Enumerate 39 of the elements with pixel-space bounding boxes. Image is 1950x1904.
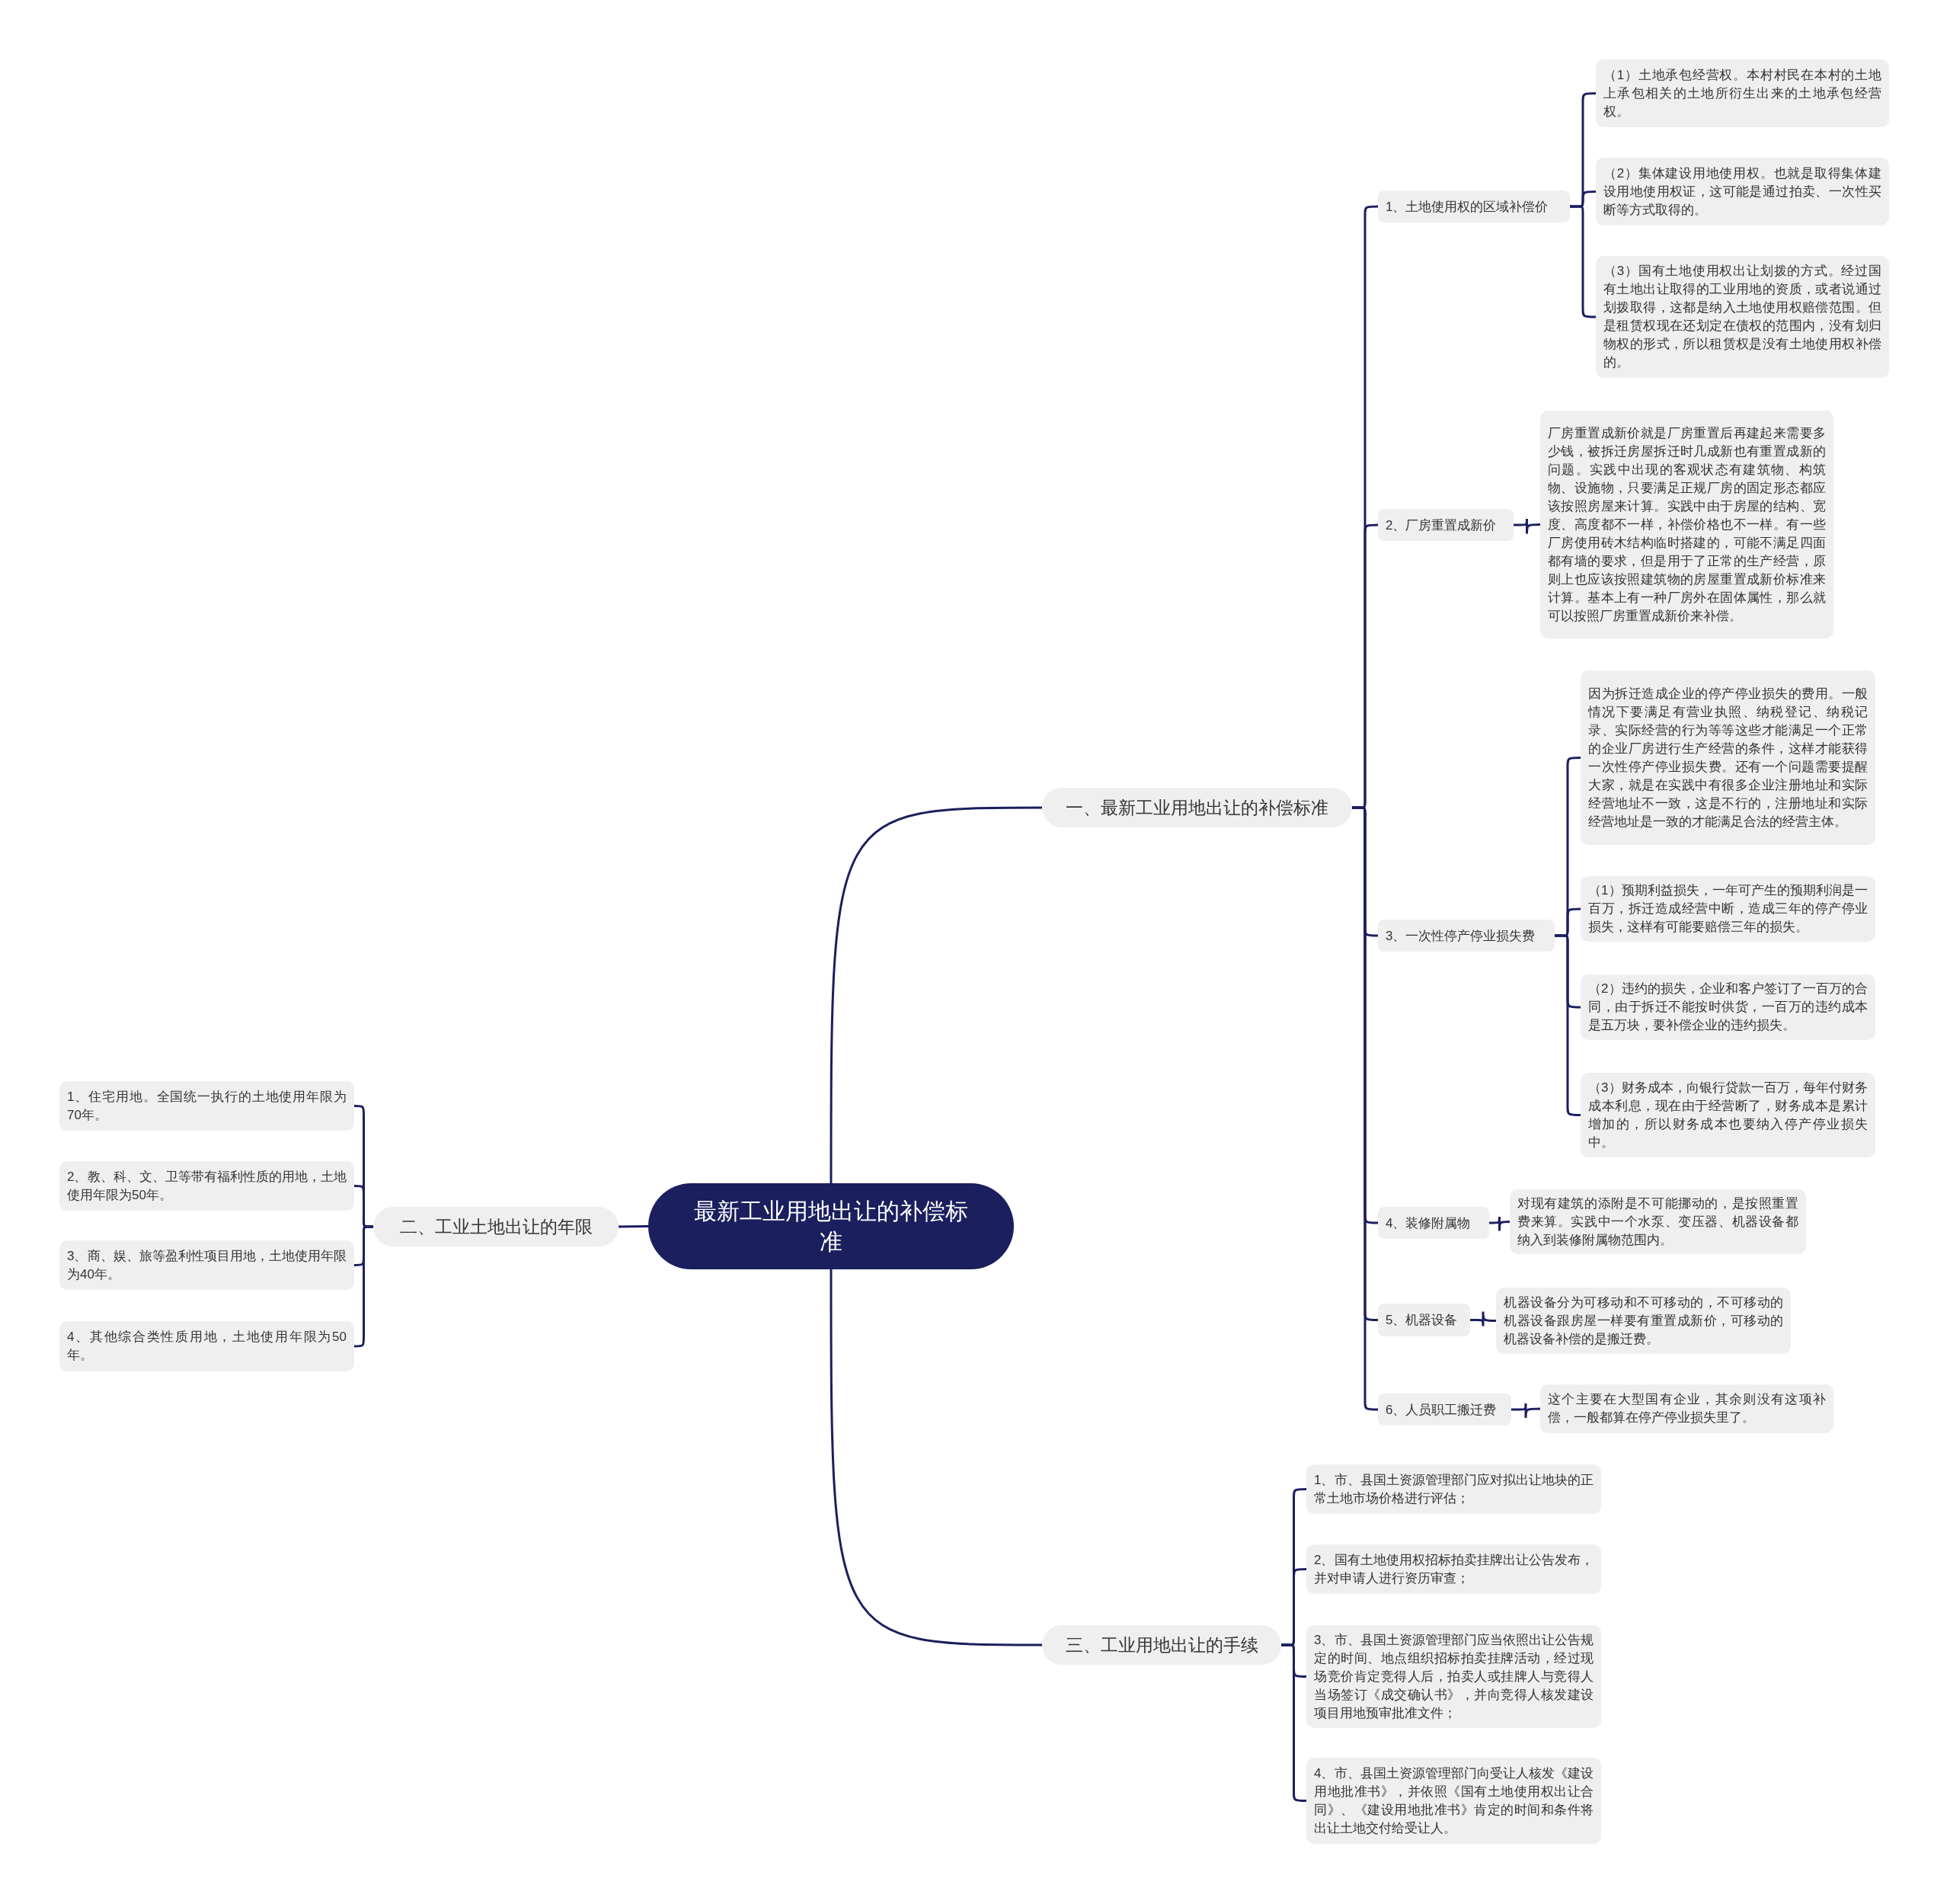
connector-line xyxy=(1570,205,1596,318)
topic-box: 二、工业土地出让的年限 xyxy=(373,1207,619,1246)
text-box: 因为拆迁造成企业的停产停业损失的费用。一般情况下要满足有营业执照、纳税登记、纳税记录、实际经营的行为等等这些才能满足一个正常的企业厂房进行生产经营的条件，这样才能获得一次性停产停业损失费。还有一个问题需要提醒大家，就是在实践中有很多企业注册地址和实际经营地址不一致，这是不行的，注册地址和实际经营地址是一致的才能满足合法的经营主体。 xyxy=(1581,670,1875,845)
subtopic-box: 6、人员职工搬迁费 xyxy=(1378,1394,1511,1426)
text-box: （3）国有土地使用权出让划拨的方式。经过国有土地出让取得的工业用地的资质，或者说通过划拨取得，这都是纳入土地使用权赔偿范围。但是租赁权现在还划定在债权的范围内，没有划归物权的形式，所以租赁权是没有土地使用权补偿的。 xyxy=(1596,256,1889,378)
central-topic: 最新工业用地出让的补偿标准 xyxy=(648,1183,1014,1269)
text-box: 机器设备分为可移动和不可移动的，不可移动的机器设备跟房屋一样要有重置成新价，可移动的机器设备补偿的是搬迁费。 xyxy=(1496,1288,1791,1354)
text-box: （3）财务成本，向银行贷款一百万，每年付财务成本利息，现在由于经营断了，财务成本是累计增加的，所以财务成本也要纳入停产停业损失中。 xyxy=(1581,1073,1875,1157)
topic-box: 三、工业用地出让的手续 xyxy=(1042,1625,1281,1665)
text-box: 1、市、县国土资源管理部门应对拟出让地块的正常土地市场价格进行评估； xyxy=(1306,1464,1601,1514)
subtopic-box: 1、土地使用权的区域补偿价 xyxy=(1378,190,1570,222)
text-box: 2、教、科、文、卫等带有福利性质的用地，土地使用年限为50年。 xyxy=(59,1161,354,1211)
text-box: 2、国有土地使用权招标拍卖挂牌出让公告发布，并对申请人进行资历审查； xyxy=(1306,1544,1601,1594)
connector-line xyxy=(1555,934,1581,1116)
text-box: （1）土地承包经营权。本村村民在本村的土地上承包相关的土地所衍生出来的土地承包经营权。 xyxy=(1596,59,1889,127)
text-box: 4、其他综合类性质用地，土地使用年限为50年。 xyxy=(59,1321,354,1371)
connector-line xyxy=(1511,1402,1540,1419)
connector-line xyxy=(1470,1310,1496,1327)
subtopic-box: 3、一次性停产停业损失费 xyxy=(1378,920,1555,952)
text-box: （2）违约的损失，企业和客户签订了一百万的合同，由于拆迁不能按时供货，一百万的违约成本是五万块，要补偿企业的违约损失。 xyxy=(1581,974,1875,1040)
text-box: 3、商、娱、旅等盈利性项目用地，土地使用年限为40年。 xyxy=(59,1240,354,1290)
subtopic-box: 2、厂房重置成新价 xyxy=(1378,509,1514,541)
subtopic-box: 4、装修附属物 xyxy=(1378,1207,1489,1239)
text-box: 厂房重置成新价就是厂房重置后再建起来需要多少钱，被拆迁房屋拆迁时几成新也有重置成新的问题。实践中出现的客观状态有建筑物、构筑物、设施物，只要满足正规厂房的固定形态都应该按照房屋来计算。实践中由于房屋的结构、宽度、高度都不一样，补偿价格也不一样。有一些厂房使用砖木结构临时搭建的，可能不满足四面都有墙的要求，但是用于了正常的生产经营，原则上也应该按照建筑物的房屋重置成新价标准来计算。基本上有一种厂房外在固体属性，那么就可以按照厂房重置成新价来补偿。 xyxy=(1540,411,1833,638)
connector-line xyxy=(830,806,1042,1183)
connector-line xyxy=(830,1269,1042,1646)
text-box: （1）预期利益损失，一年可产生的预期利润是一百万，拆迁造成经营中断，造成三年的停产停业损失，这样有可能要赔偿三年的损失。 xyxy=(1581,876,1875,942)
topic-box: 一、最新工业用地出让的补偿标准 xyxy=(1042,788,1352,827)
text-box: 3、市、县国土资源管理部门应当依照出让公告规定的时间、地点组织招标拍卖挂牌活动，经过现场竞价肯定竞得人后，拍卖人或挂牌人与竞得人当场签订《成交确认书》，并向竞得人核发建设项目用地预审批准文件； xyxy=(1306,1625,1601,1728)
text-box: 4、市、县国土资源管理部门向受让人核发《建设用地批准书》，并依照《国有土地使用权出让合同》、《建设用地批准书》肯定的时间和条件将出让土地交付给受让人。 xyxy=(1306,1758,1601,1844)
connector-line xyxy=(1514,517,1540,535)
connector-line xyxy=(618,1225,649,1228)
text-box: 1、住宅用地。全国统一执行的土地使用年限为70年。 xyxy=(59,1081,354,1131)
text-box: （2）集体建设用地使用权。也就是取得集体建设用地使用权证，这可能是通过拍卖、一次性买断等方式取得的。 xyxy=(1596,158,1889,226)
subtopic-box: 5、机器设备 xyxy=(1378,1304,1470,1336)
connector-line xyxy=(1489,1215,1510,1232)
text-box: 对现有建筑的添附是不可能挪动的，是按照重置费来算。实践中一个水泵、变压器、机器设备都纳入到装修附属物范围内。 xyxy=(1510,1189,1806,1254)
connector-line xyxy=(1281,1643,1306,1802)
text-box: 这个主要在大型国有企业，其余则没有这项补偿，一般都算在停产停业损失里了。 xyxy=(1540,1384,1833,1433)
